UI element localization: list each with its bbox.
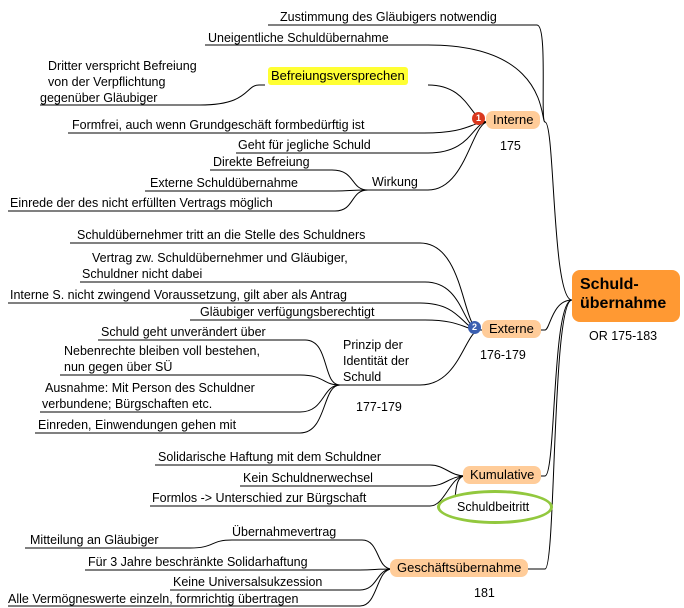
node-prinzip-line2: Identität der [343, 354, 410, 368]
node-nebenrechte-line2: nun gegen über SÜ [64, 360, 173, 374]
node-mitteilung: Mitteilung an Gläubiger [30, 533, 159, 547]
node-externe-schuldubernahme: Externe Schuldübernahme [150, 176, 299, 190]
node-unveraendert: Schuld geht unverändert über [101, 325, 266, 339]
node-geht: Geht für jegliche Schuld [238, 138, 371, 152]
node-verfuegung: Gläubiger verfügungsberechtigt [200, 305, 375, 319]
node-wirkung: Wirkung [372, 175, 418, 189]
highlight-oval [437, 490, 553, 524]
node-drei-jahre: Für 3 Jahre beschränkte Solidarhaftung [88, 555, 308, 569]
root-title-line1: Schuld- [580, 276, 639, 293]
node-tritt: Schuldübernehmer tritt an die Stelle des… [77, 228, 366, 242]
node-schuldbeitritt: Schuldbeitritt [457, 500, 530, 514]
node-einreden: Einreden, Einwendungen gehen mit [38, 418, 237, 432]
number-badge-2-icon: 2 [468, 321, 481, 334]
node-ausnahme-line2: verbundene; Bürgschaften etc. [42, 397, 213, 411]
branch-kumulative: Kumulative [463, 466, 542, 484]
root-node: Schuld- übernahme [572, 270, 680, 322]
node-formlos: Formlos -> Unterschied zur Bürgschaft [152, 491, 367, 505]
node-intern: Interne S. nicht zwingend Voraussetzung,… [10, 288, 348, 302]
node-uneigentliche: Uneigentliche Schuldübernahme [208, 31, 389, 45]
node-alle-vermoegenswerte: Alle Vermögneswerte einzeln, formrichtig… [8, 592, 299, 606]
root-reference: OR 175-183 [589, 329, 658, 343]
node-direkte-befreiung: Direkte Befreiung [213, 155, 310, 169]
node-formfrei: Formfrei, auch wenn Grundgeschäft formbe… [72, 118, 365, 132]
number-badge-1-icon: 1 [472, 112, 485, 125]
node-befreiungsversprechen: Befreiungsversprechen [268, 67, 408, 85]
node-keine-universalsukzession: Keine Universalsukzession [173, 575, 323, 589]
branch-geschaeftsuebernahme: Geschäftsübernahme [390, 559, 529, 577]
node-dritter-line3: gegenüber Gläubiger [40, 91, 158, 105]
geschaeft-reference: 181 [474, 586, 495, 600]
node-nebenrechte-line1: Nebenrechte bleiben voll bestehen, [64, 344, 260, 358]
node-prinzip-line1: Prinzip der [343, 338, 403, 352]
interne-reference: 175 [500, 139, 521, 153]
branch-externe: Externe [482, 320, 541, 338]
node-kein-schuldnerwechsel: Kein Schuldnerwechsel [243, 471, 373, 485]
node-einrede: Einrede der des nicht erfüllten Vertrags… [10, 196, 273, 210]
root-title-line2: übernahme [580, 295, 667, 312]
node-vertrag-line2: Schuldner nicht dabei [82, 267, 203, 281]
externe-reference: 176-179 [480, 348, 526, 362]
prinzip-reference: 177-179 [356, 400, 402, 414]
node-prinzip-line3: Schuld [343, 370, 382, 384]
node-vertrag-line1: Vertrag zw. Schuldübernehmer und Gläubig… [92, 251, 348, 265]
branch-interne: Interne [486, 111, 541, 129]
node-dritter-line1: Dritter verspricht Befreiung [48, 59, 197, 73]
node-solidarisch: Solidarische Haftung mit dem Schuldner [158, 450, 382, 464]
node-uebernahmevertrag: Übernahmevertrag [232, 525, 337, 539]
node-zustimmung: Zustimmung des Gläubigers notwendig [280, 10, 497, 24]
node-dritter-line2: von der Verpflichtung [48, 75, 166, 89]
node-ausnahme-line1: Ausnahme: Mit Person des Schuldner [45, 381, 255, 395]
